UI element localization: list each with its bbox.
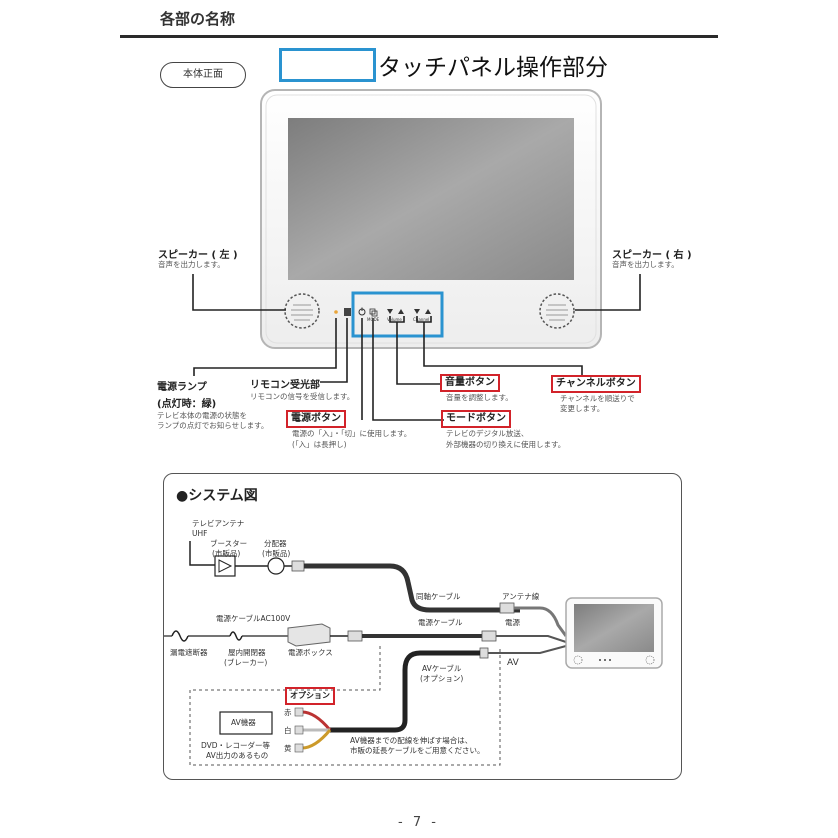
indoor-switch-symbol: [229, 631, 243, 641]
splitter-sub-label: (市販品): [262, 549, 291, 558]
dvd-label: DVD・レコーダー等: [201, 741, 271, 750]
system-diagram-frame: [163, 473, 682, 780]
power-box-label: 電源ボックス: [288, 648, 333, 657]
touch-panel-label: タッチパネル操作部分: [378, 55, 608, 81]
indoor-switch-sub-label: (ブレーカー): [224, 658, 268, 667]
power-lamp-title: 電源ランプ: [157, 382, 207, 393]
volume-button-callout: 音量ボタン: [440, 374, 500, 392]
av-device-box: [219, 711, 273, 735]
system-diagram-title: ●システム図: [176, 488, 258, 504]
remote-receiver-title: リモコン受光部: [250, 380, 320, 391]
dvd-sub-label: AV出力のあるもの: [206, 751, 269, 760]
red-plug-label: 赤: [284, 708, 292, 717]
av-cable-sub-label: (オプション): [420, 674, 464, 683]
booster-sub-label: (市販品): [212, 549, 241, 558]
channel-button-callout: チャンネルボタン: [551, 375, 641, 393]
indoor-switch-label: 屋内開閉器: [228, 648, 266, 657]
power-button-callout: 電源ボタン: [286, 410, 346, 428]
right-speaker-grille: [539, 293, 575, 329]
callout-lines: [192, 274, 641, 421]
extension-note2: 市販の延長ケーブルをご用意ください。: [350, 746, 485, 755]
splitter-label: 分配器: [264, 539, 287, 548]
av-cable-label: AVケーブル: [422, 664, 462, 673]
yellow-plug-label: 黄: [284, 744, 292, 753]
earth-breaker-symbol: [171, 630, 189, 642]
antenna-line-label: アンテナ線: [502, 592, 540, 601]
remote-receiver-window: [344, 308, 351, 316]
extension-note1: AV機器までの配線を伸ばす場合は、: [350, 736, 473, 745]
remote-receiver-desc: リモコンの信号を受信します。: [250, 392, 355, 401]
option-callout: オプション: [285, 687, 335, 705]
power-cable-label: 電源ケーブル: [418, 618, 463, 627]
speaker-left-desc: 音声を出力します。: [158, 260, 225, 269]
av-label: AV: [507, 658, 519, 668]
channel-button-label: Channel: [413, 317, 430, 322]
power-label: 電源: [505, 618, 520, 627]
tv-device: [260, 89, 602, 349]
power-button-desc2: (「入」は長押し): [292, 440, 347, 449]
mode-button-label: MODE: [367, 317, 380, 322]
left-speaker-grille: [284, 293, 320, 329]
page-number: - 7 -: [398, 815, 439, 830]
power-lamp-desc2: ランプの点灯でお知らせします。: [157, 421, 269, 430]
system-diagram: [163, 541, 663, 766]
antenna-uhf-label: UHF: [192, 529, 208, 538]
speaker-left-title: スピーカー ( 左 ): [158, 250, 238, 261]
white-plug-label: 白: [284, 726, 292, 735]
antenna-label: テレビアンテナ: [192, 519, 245, 528]
booster-label: ブースター: [210, 539, 248, 548]
power-box: [287, 623, 331, 647]
volume-button-desc: 音量を調整します。: [446, 393, 513, 402]
av-device-label: AV機器: [231, 718, 256, 727]
earth-breaker-label: 漏電遮断器: [170, 648, 208, 657]
power-cable-ac-label: 電源ケーブルAC100V: [216, 614, 291, 623]
coax-cable-label: 同軸ケーブル: [416, 592, 461, 601]
power-button-desc1: 電源の「入」・「切」に使用します。: [292, 429, 412, 438]
speaker-right-desc: 音声を出力します。: [612, 260, 679, 269]
tv-screen: [288, 118, 574, 280]
power-lamp-desc1: テレビ本体の電源の状態を: [157, 411, 247, 420]
mode-button-callout: モードボタン: [441, 410, 511, 428]
mode-button-desc1: テレビのデジタル放送、: [446, 429, 529, 438]
page-heading: 各部の名称: [160, 10, 236, 28]
channel-button-desc1: チャンネルを順送りで: [560, 394, 635, 403]
power-lamp-title2: (点灯時：緑): [157, 399, 217, 410]
heading-rule: [120, 35, 718, 38]
volume-button-label: Volume: [387, 317, 402, 322]
front-view-label: 本体正面: [160, 62, 246, 88]
mode-button-desc2: 外部機器の切り換えに使用します。: [446, 440, 566, 449]
power-lamp-dot: [334, 310, 338, 314]
channel-button-desc2: 変更します。: [560, 404, 605, 413]
speaker-right-title: スピーカー ( 右 ): [612, 250, 692, 261]
touch-panel-legend-box: [279, 48, 376, 82]
